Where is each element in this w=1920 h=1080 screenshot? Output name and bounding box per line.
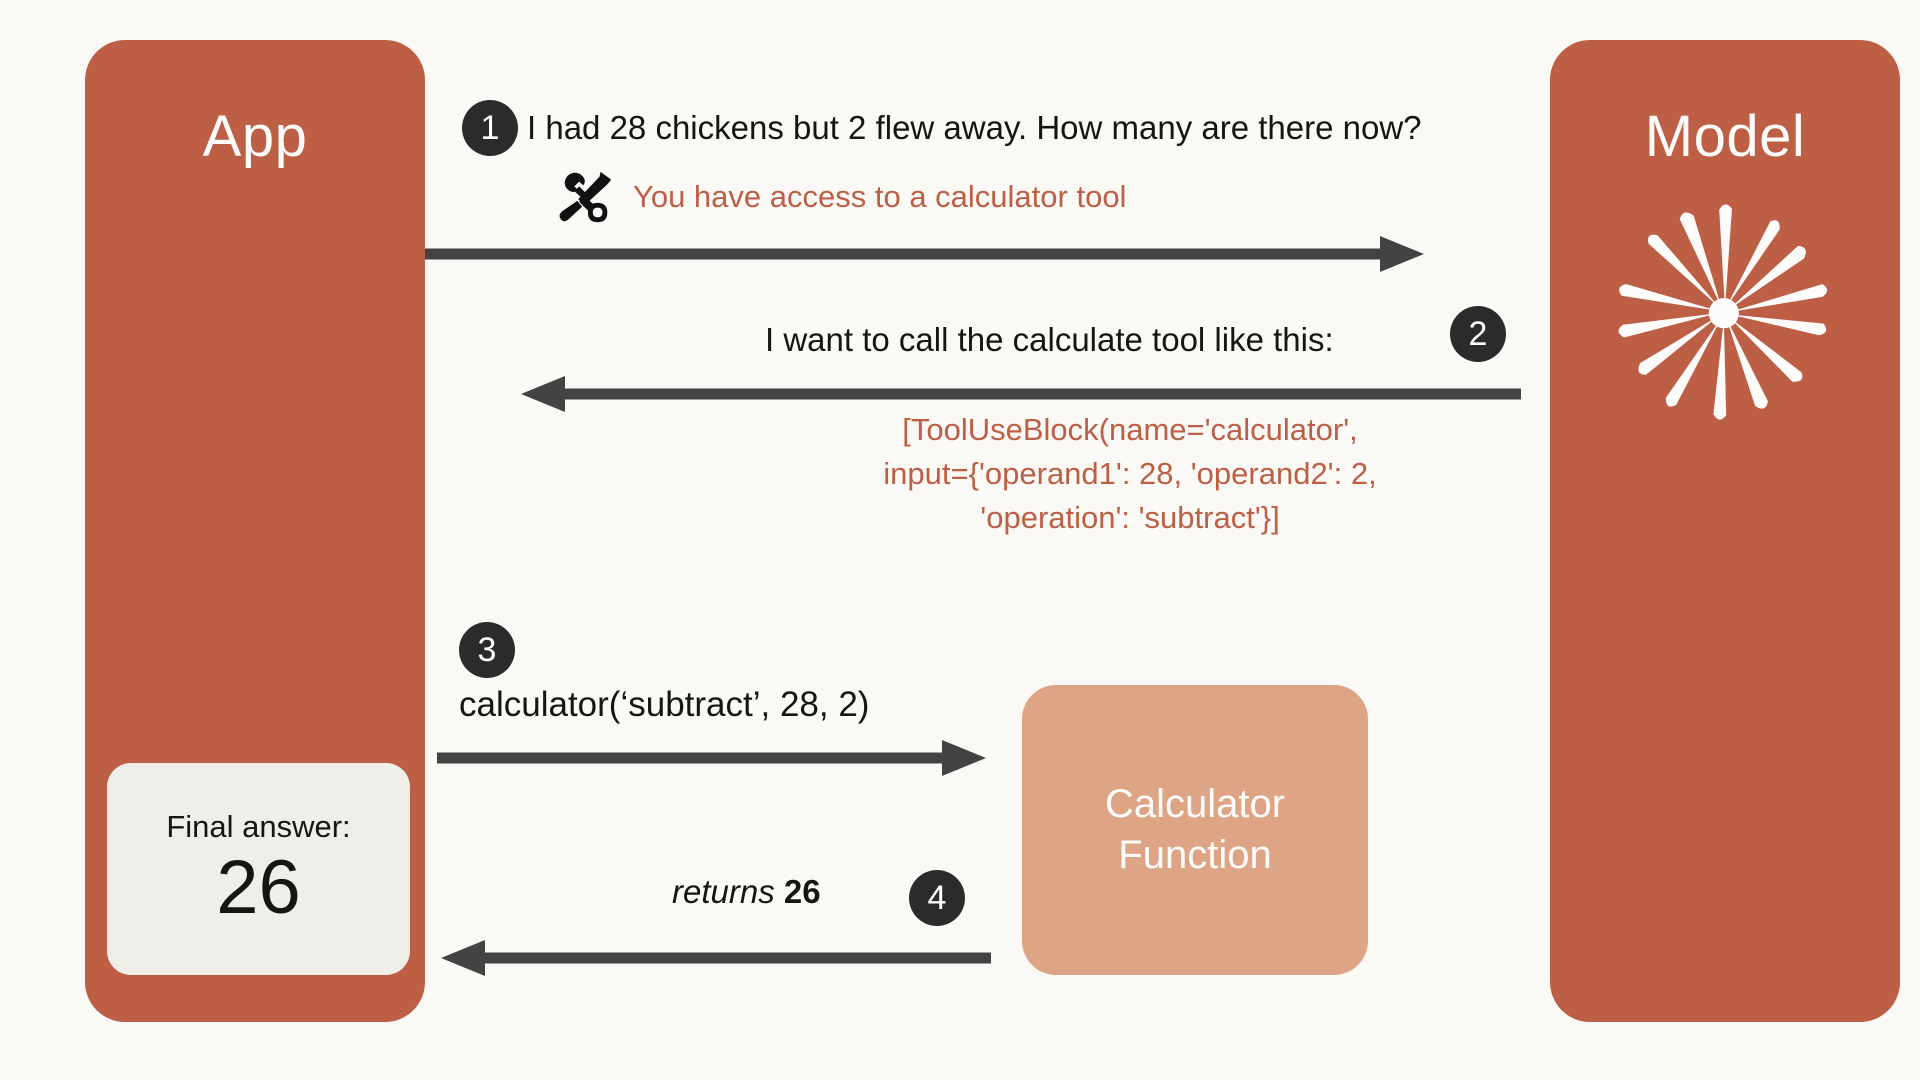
code-line-2: input={'operand1': 28, 'operand2': 2, bbox=[883, 456, 1377, 492]
final-answer-value: 26 bbox=[216, 844, 301, 930]
step-badge-4: 4 bbox=[909, 870, 965, 926]
step-4-message: returns 26 bbox=[672, 872, 821, 912]
step-1-tool-note: You have access to a calculator tool bbox=[633, 179, 1127, 214]
calculator-function-box: Calculator Function bbox=[1022, 685, 1368, 975]
step-3-message: calculator(‘subtract’, 28, 2) bbox=[459, 685, 870, 724]
tools-icon bbox=[559, 171, 612, 223]
calculator-box-line-2: Function bbox=[1118, 833, 1272, 877]
anthropic-starburst-icon bbox=[1618, 204, 1828, 420]
arrow-model-to-app bbox=[521, 376, 1521, 412]
step-badge-1: 1 bbox=[462, 100, 518, 156]
step-2-message: I want to call the calculate tool like t… bbox=[765, 321, 1334, 358]
arrow-app-to-model bbox=[425, 236, 1424, 272]
step-1-tool-note-row: You have access to a calculator tool bbox=[555, 166, 1126, 228]
step-1-message: I had 28 chickens but 2 flew away. How m… bbox=[527, 109, 1422, 146]
calculator-box-line-1: Calculator bbox=[1104, 781, 1286, 826]
step-4-return-value: 26 bbox=[783, 873, 821, 910]
arrow-function-to-app bbox=[441, 940, 991, 976]
arrow-app-to-function bbox=[437, 740, 986, 776]
step-badge-3: 3 bbox=[459, 622, 515, 678]
model-panel: Model bbox=[1550, 40, 1900, 1022]
code-line-3: 'operation': 'subtract'}] bbox=[980, 500, 1280, 536]
step-badge-2: 2 bbox=[1450, 306, 1506, 362]
step-2-code-block: [ToolUseBlock(name='calculator', input={… bbox=[780, 408, 1480, 540]
step-4-returns-label: returns bbox=[672, 873, 775, 910]
app-panel-title: App bbox=[202, 104, 308, 169]
model-panel-title: Model bbox=[1644, 104, 1806, 169]
code-line-1: [ToolUseBlock(name='calculator', bbox=[902, 412, 1358, 447]
final-answer-label: Final answer: bbox=[166, 808, 351, 844]
final-answer-card: Final answer: 26 bbox=[107, 763, 410, 975]
